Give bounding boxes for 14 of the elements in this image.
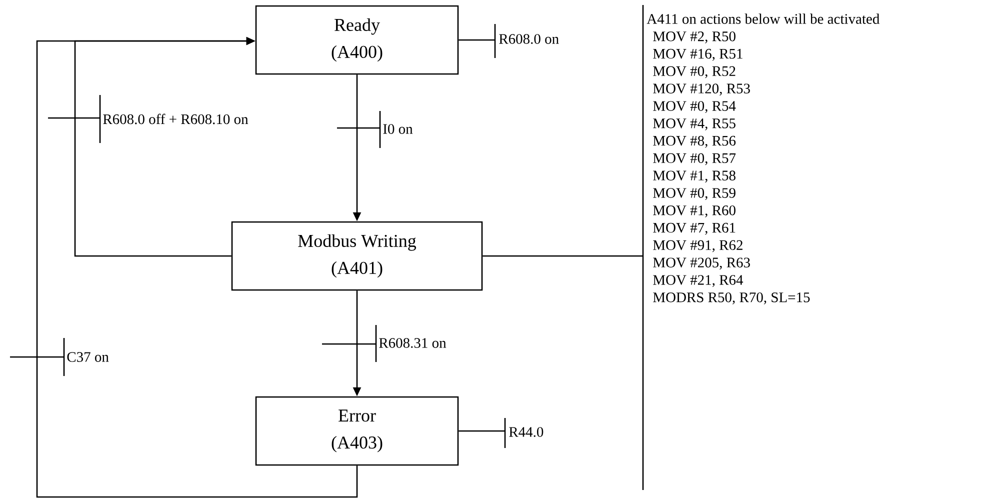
action-text: A411 on actions below will be activated MOV #2, R50 MOV #16, R51 MOV #0, R52 MOV #120, R53 MOV #0, R54 MOV #4, R55 MOV #8, R56 MOV #0, R57 MOV #1, R58 MOV #0, R59 MOV #1, R60 MOV #7, R61 MOV #91, R62 MOV #205, R63 MOV #21, R64 MODRS R50, R70, SL=15 [646,14,880,304]
action-text: R44.0 [509,427,544,437]
transition-label: C37 on [67,352,109,362]
transition-label: R608.0 off + R608.10 on [103,114,248,124]
step-box: Modbus Writing (A401) [231,221,483,291]
step-box: Error (A403) [255,396,459,466]
connector [458,430,505,432]
step-box: Ready (A400) [255,5,459,75]
connector [36,36,358,498]
action-text: R608.0 on [499,34,559,44]
transition-label: I0 on [383,124,413,134]
connector [458,39,495,41]
transition-label: R608.31 on [379,338,446,348]
connector [482,255,643,257]
